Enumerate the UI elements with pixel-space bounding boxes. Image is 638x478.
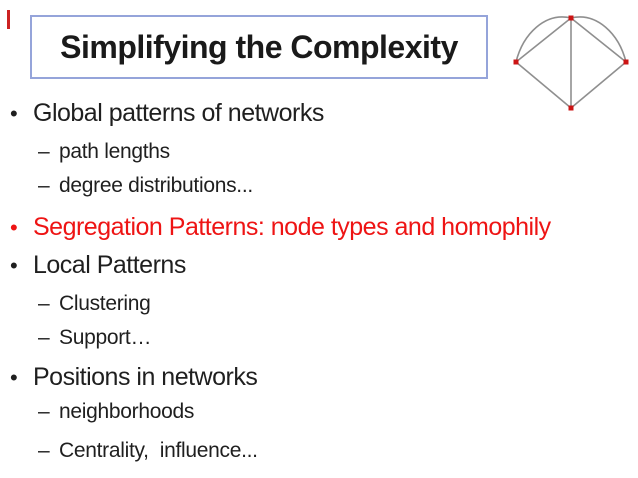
bullet-text: Support… xyxy=(59,326,152,349)
bullet-text: degree distributions... xyxy=(59,174,253,197)
dash-marker: – xyxy=(38,439,50,462)
bullet-item-centrality: – Centrality, influence... xyxy=(38,438,258,464)
bullet-text: Global patterns of networks xyxy=(33,99,324,127)
bullet-item-path-lengths: – path lengths xyxy=(38,139,170,165)
dash-marker: – xyxy=(38,140,50,163)
network-nodes xyxy=(513,15,629,111)
bullet-item-global-patterns: • Global patterns of networks xyxy=(10,98,324,129)
bullet-marker: • xyxy=(10,365,18,390)
curved-edge-right xyxy=(570,16,627,63)
bullet-marker: • xyxy=(10,215,18,240)
node-top xyxy=(568,15,574,21)
dash-marker: – xyxy=(38,326,50,349)
bullet-text: Positions in networks xyxy=(33,363,258,391)
curved-edge-left xyxy=(515,16,572,63)
node-bottom xyxy=(568,105,574,111)
edge-right-bottom xyxy=(570,61,627,109)
bullet-text: Segregation Patterns: node types and hom… xyxy=(33,213,551,241)
bullet-item-degree-distributions: – degree distributions... xyxy=(38,173,253,199)
slide-title: Simplifying the Complexity xyxy=(60,28,458,65)
bullet-item-segregation-patterns: • Segregation Patterns: node types and h… xyxy=(10,212,551,243)
bullet-item-positions: • Positions in networks xyxy=(10,362,258,393)
edge-top-right xyxy=(570,17,627,63)
edge-top-left xyxy=(515,17,572,63)
corner-mark xyxy=(7,10,10,29)
bullet-text: Clustering xyxy=(59,292,151,315)
bullet-text: Local Patterns xyxy=(33,251,186,279)
network-edges xyxy=(515,16,627,109)
dash-marker: – xyxy=(38,174,50,197)
dash-marker: – xyxy=(38,400,50,423)
edge-left-bottom xyxy=(515,61,572,109)
node-right xyxy=(623,59,629,65)
bullet-marker: • xyxy=(10,253,18,278)
network-diagram xyxy=(513,15,629,111)
dash-marker: – xyxy=(38,292,50,315)
bullet-text: path lengths xyxy=(59,140,170,163)
slide-title-box: Simplifying the Complexity xyxy=(30,15,488,79)
bullet-item-local-patterns: • Local Patterns xyxy=(10,250,186,281)
bullet-text: neighborhoods xyxy=(59,400,195,423)
bullet-marker: • xyxy=(10,101,18,126)
bullet-item-support: – Support… xyxy=(38,325,151,351)
bullet-item-neighborhoods: – neighborhoods xyxy=(38,399,194,425)
bullet-item-clustering: – Clustering xyxy=(38,291,151,317)
node-left xyxy=(513,59,519,65)
bullet-text: Centrality, influence... xyxy=(59,439,258,462)
